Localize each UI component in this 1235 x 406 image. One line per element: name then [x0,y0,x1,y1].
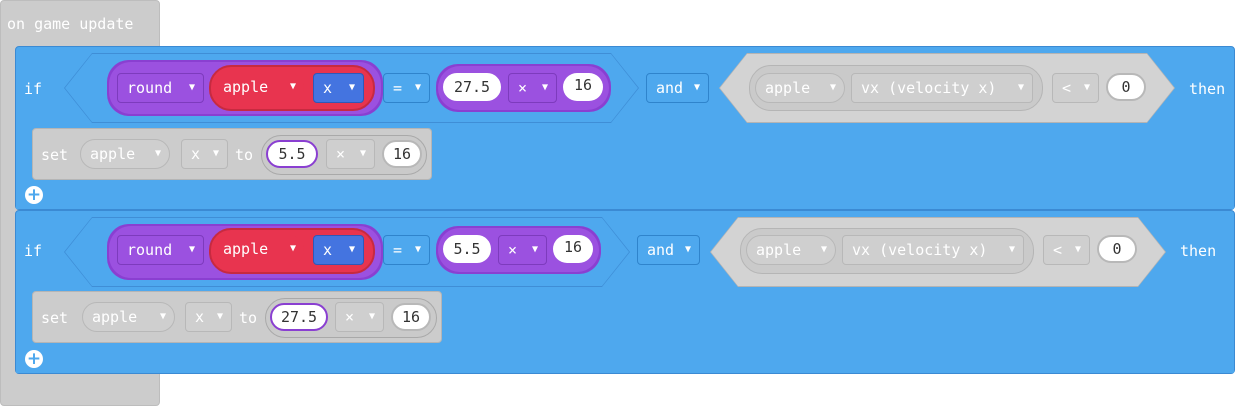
sprite-dropdown[interactable]: apple▼ [214,73,304,103]
sprite-dropdown[interactable]: apple▼ [746,235,836,265]
number-input[interactable]: 27.5 [443,73,501,101]
multiply-operator-dropdown[interactable]: ×▼ [498,235,547,265]
sprite-dropdown[interactable]: apple▼ [755,73,845,103]
property-dropdown[interactable]: x▼ [313,73,364,103]
chevron-down-icon: ▼ [159,311,166,322]
chevron-down-icon: ▼ [820,244,827,255]
number-input[interactable]: 16 [553,235,593,263]
chevron-down-icon: ▼ [188,244,195,255]
chevron-down-icon: ▼ [348,244,355,255]
chevron-down-icon: ▼ [684,244,691,255]
if-block-2[interactable]: if round▼ apple▼ x▼ =▼ 5.5 ×▼ [15,210,1235,374]
multiply-operator-dropdown[interactable]: ×▼ [508,73,557,103]
property-dropdown[interactable]: x▼ [185,302,232,332]
number-input[interactable]: 16 [391,303,431,331]
property-dropdown[interactable]: x▼ [313,235,364,265]
add-circle-icon[interactable]: + [25,349,43,369]
chevron-down-icon: ▼ [368,311,375,322]
operator-dropdown[interactable]: =▼ [383,73,430,103]
set-statement[interactable]: set apple▼ x▼ to 27.5 ×▼ 16 [32,291,442,343]
operator-dropdown[interactable]: <▼ [1052,73,1099,103]
sprite-dropdown[interactable]: apple▼ [82,302,175,332]
chevron-down-icon: ▼ [212,148,219,159]
chevron-down-icon: ▼ [1083,82,1090,93]
chevron-down-icon: ▼ [531,244,538,255]
then-keyword: then [1180,242,1217,260]
property-dropdown[interactable]: vx (velocity x)▼ [842,235,1024,265]
operator-dropdown[interactable]: <▼ [1043,235,1090,265]
and-dropdown[interactable]: and▼ [646,73,709,103]
and-dropdown[interactable]: and▼ [637,235,700,265]
property-dropdown[interactable]: x▼ [181,139,228,169]
chevron-down-icon: ▼ [541,82,548,93]
chevron-down-icon: ▼ [359,148,366,159]
number-input[interactable]: 0 [1097,235,1137,263]
event-label: on game update [7,15,134,33]
to-keyword: to [235,146,254,164]
chevron-down-icon: ▼ [188,82,195,93]
number-input[interactable]: 16 [563,73,603,101]
chevron-down-icon: ▼ [693,82,700,93]
number-input[interactable]: 27.5 [270,303,328,331]
chevron-down-icon: ▼ [829,82,836,93]
round-dropdown[interactable]: round▼ [117,235,204,265]
chevron-down-icon: ▼ [414,244,421,255]
set-statement[interactable]: set apple▼ x▼ to 5.5 ×▼ 16 [32,128,432,180]
to-keyword: to [239,309,258,327]
number-input[interactable]: 5.5 [443,235,491,263]
if-block-1[interactable]: if round▼ apple▼ x▼ =▼ [15,46,1235,210]
sprite-dropdown[interactable]: apple▼ [214,235,304,265]
add-circle-icon[interactable]: + [25,185,43,205]
chevron-down-icon: ▼ [1074,244,1081,255]
set-keyword: set [41,146,69,164]
if-keyword: if [24,242,43,260]
round-dropdown[interactable]: round▼ [117,73,204,103]
chevron-down-icon: ▼ [289,81,296,92]
chevron-down-icon: ▼ [1017,82,1024,93]
chevron-down-icon: ▼ [289,243,296,254]
then-keyword: then [1189,80,1226,98]
chevron-down-icon: ▼ [1008,244,1015,255]
multiply-operator-dropdown[interactable]: ×▼ [326,139,375,169]
chevron-down-icon: ▼ [348,82,355,93]
if-keyword: if [24,80,43,98]
chevron-down-icon: ▼ [216,311,223,322]
number-input[interactable]: 16 [382,140,422,168]
number-input[interactable]: 5.5 [266,140,318,168]
operator-dropdown[interactable]: =▼ [383,235,430,265]
chevron-down-icon: ▼ [414,82,421,93]
number-input[interactable]: 0 [1106,73,1146,101]
multiply-operator-dropdown[interactable]: ×▼ [335,302,384,332]
sprite-dropdown[interactable]: apple▼ [80,139,170,169]
property-dropdown[interactable]: vx (velocity x)▼ [851,73,1033,103]
chevron-down-icon: ▼ [154,148,161,159]
set-keyword: set [41,309,69,327]
